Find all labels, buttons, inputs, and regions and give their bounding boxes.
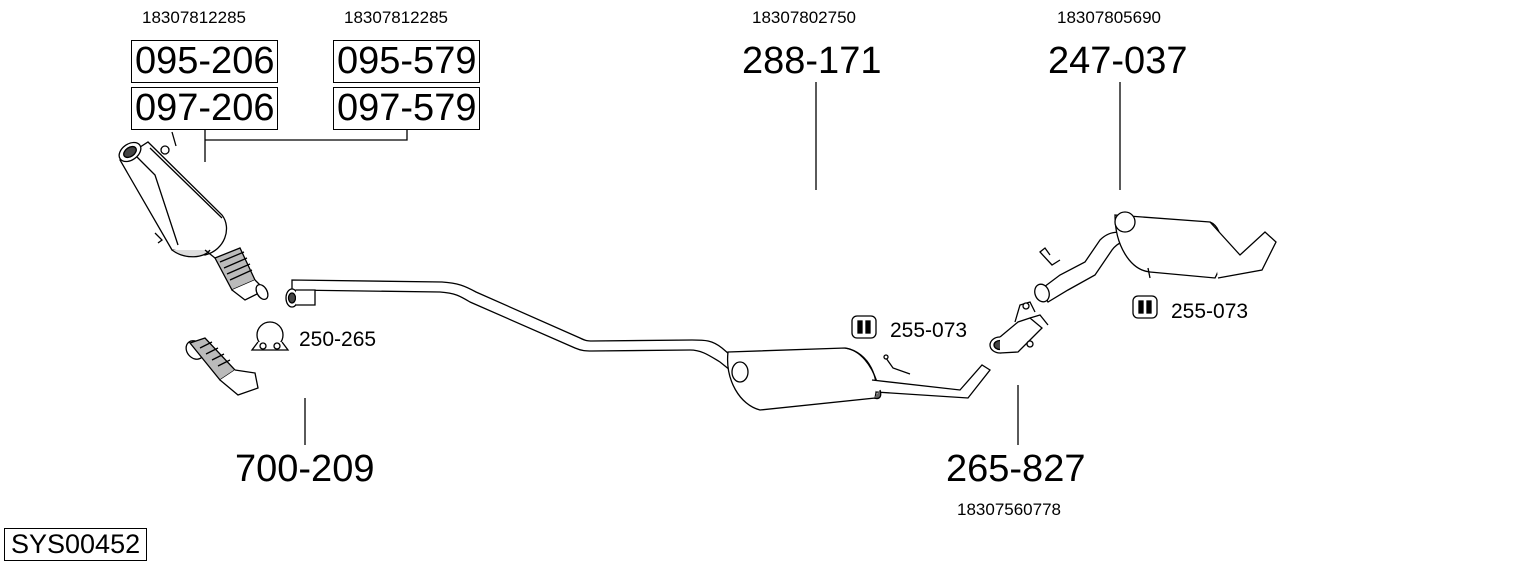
part-number-dpf-b-1: 095-579 <box>333 40 481 83</box>
system-code: SYS00452 <box>4 528 148 561</box>
part-number-dpf-a-1: 095-206 <box>131 40 279 83</box>
clamp-icon <box>250 321 290 351</box>
oem-number-front: 18307560778 <box>957 500 1062 519</box>
part-number-rear-silencer: 247-037 <box>1048 40 1188 82</box>
hanger-label-rear: 255-073 <box>1171 300 1249 323</box>
oem-number-dpf-b: 18307812285 <box>344 8 449 27</box>
intermediate-pipe <box>285 279 737 371</box>
rear-silencer <box>1034 211 1277 303</box>
flex-pipe <box>185 337 259 396</box>
front-pipe <box>989 301 1049 354</box>
dpf-catalyst <box>118 131 269 301</box>
part-number-front-pipe: 265-827 <box>946 448 1086 490</box>
clamp-label: 250-265 <box>299 328 377 351</box>
part-number-dpf-b-2: 097-579 <box>333 87 481 130</box>
hanger-icon-rear <box>1132 295 1158 319</box>
part-number-flex-pipe: 700-209 <box>235 448 375 490</box>
hanger-label-mid: 255-073 <box>890 319 968 342</box>
hanger-icon-mid <box>851 315 877 339</box>
leader-dpf-bracket <box>205 128 408 141</box>
oem-number-rear: 18307805690 <box>1057 8 1162 27</box>
middle-silencer <box>726 347 991 411</box>
part-number-middle-silencer: 288-171 <box>742 40 882 82</box>
oem-number-dpf-a: 18307812285 <box>142 8 247 27</box>
part-number-dpf-a-2: 097-206 <box>131 87 279 130</box>
oem-number-middle: 18307802750 <box>752 8 857 27</box>
